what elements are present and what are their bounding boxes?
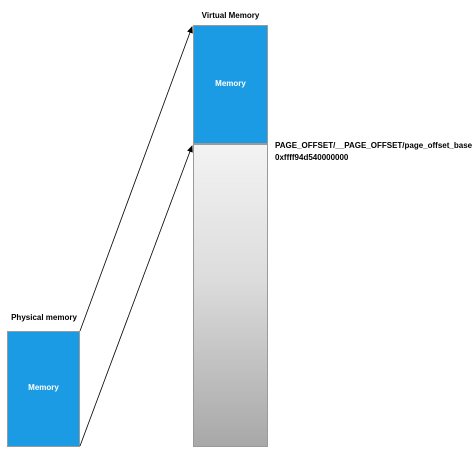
physical-memory-title: Physical memory — [11, 313, 77, 322]
mapping-arrow-top — [79, 26, 193, 332]
physical-memory-block — [7, 331, 80, 447]
page-offset-label: PAGE_OFFSET/__PAGE_OFFSET/page_offset_ba… — [275, 141, 473, 150]
physical-memory-block-label: Memory — [28, 383, 59, 392]
virtual-lower-region-block — [193, 144, 268, 447]
virtual-memory-block — [193, 25, 268, 144]
virtual-memory-title: Virtual Memory — [201, 11, 260, 20]
virtual-memory-block-label: Memory — [215, 79, 246, 88]
mapping-arrow-bottom — [79, 145, 193, 447]
page-offset-address: 0xffff94d540000000 — [275, 153, 349, 162]
